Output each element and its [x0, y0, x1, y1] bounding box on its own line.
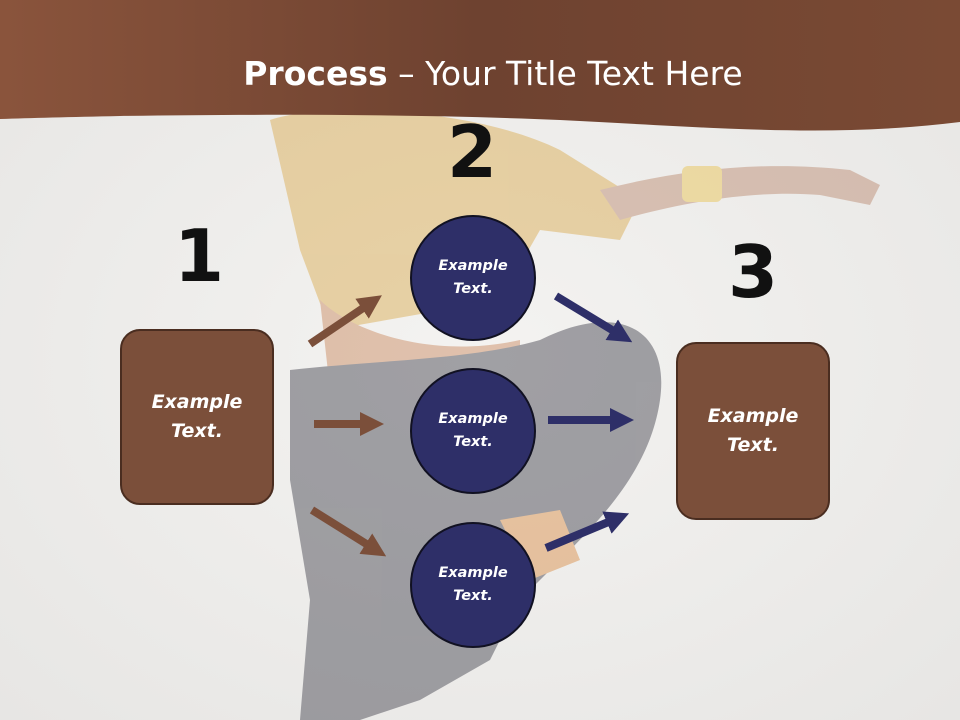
arrow-right-icon: [309, 506, 387, 557]
step-3-text: Example Text.: [707, 405, 799, 456]
arrow-right-icon: [553, 292, 633, 343]
arrow-right-icon: [307, 295, 382, 348]
step-1-text: Example Text.: [151, 391, 243, 442]
step-2-circle-middle: Example Text.: [410, 368, 536, 494]
step-1-box: Example Text.: [120, 329, 274, 505]
title-bold: Process: [243, 54, 388, 93]
step-3-box: Example Text.: [676, 342, 830, 520]
step-number-3: 3: [727, 230, 779, 314]
arrow-right-icon: [544, 511, 630, 552]
slide-title: Process – Your Title Text Here: [0, 52, 960, 96]
circle-bottom-text: Example Text.: [438, 565, 508, 604]
step-2-circle-top: Example Text.: [410, 215, 536, 341]
step-number-1: 1: [173, 214, 225, 298]
circle-middle-text: Example Text.: [438, 411, 508, 450]
title-rest: – Your Title Text Here: [387, 54, 743, 93]
step-number-2: 2: [446, 110, 498, 194]
step-2-circle-bottom: Example Text.: [410, 522, 536, 648]
circle-top-text: Example Text.: [438, 258, 508, 297]
title-banner: [0, 0, 960, 131]
